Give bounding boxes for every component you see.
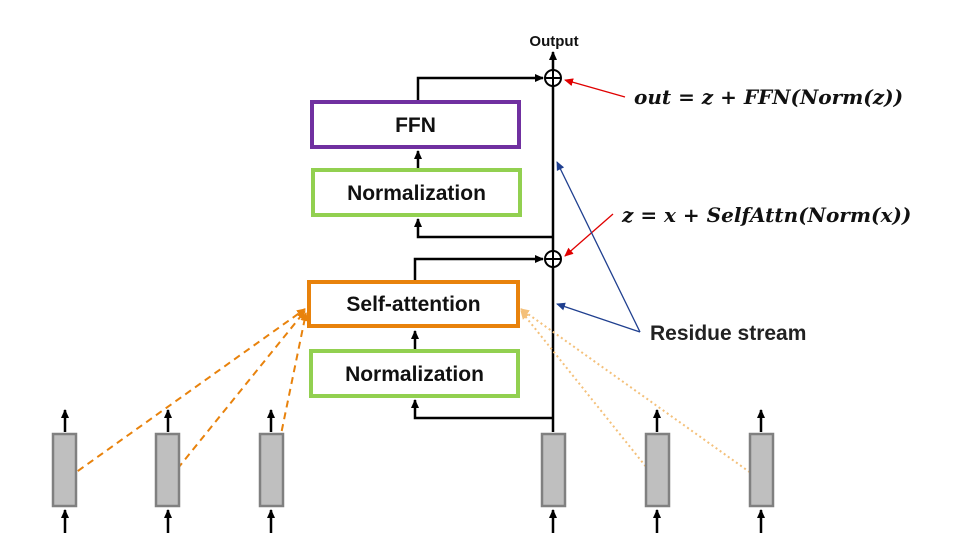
token-4 bbox=[540, 432, 567, 533]
residue-stream-arrows bbox=[556, 161, 641, 333]
normalization-box-top: Normalization bbox=[311, 168, 522, 217]
token-1 bbox=[51, 409, 78, 533]
ffn-box: FFN bbox=[310, 100, 521, 149]
normalization-box-bottom: Normalization bbox=[309, 349, 520, 398]
token-3 bbox=[258, 409, 285, 533]
self-attention-label: Self-attention bbox=[346, 293, 480, 316]
red-annotation-arrows bbox=[564, 78, 626, 257]
self-attention-box: Self-attention bbox=[307, 280, 520, 328]
output-label: Output bbox=[529, 33, 578, 50]
token-6 bbox=[748, 409, 775, 533]
ffn-label: FFN bbox=[395, 114, 436, 137]
add-circle-top bbox=[544, 69, 562, 87]
token-2 bbox=[154, 409, 181, 533]
equation-out: out = z + FFN(Norm(z)) bbox=[634, 85, 903, 109]
residue-stream-label: Residue stream bbox=[650, 322, 806, 345]
attention-links-right bbox=[520, 308, 759, 479]
normalization-top-label: Normalization bbox=[347, 182, 486, 205]
normalization-bottom-label: Normalization bbox=[345, 363, 484, 386]
add-circle-bottom bbox=[544, 250, 562, 268]
equation-z: z = x + SelfAttn(Norm(x)) bbox=[621, 203, 911, 227]
branch-wiring bbox=[411, 74, 553, 420]
token-5 bbox=[644, 409, 671, 533]
